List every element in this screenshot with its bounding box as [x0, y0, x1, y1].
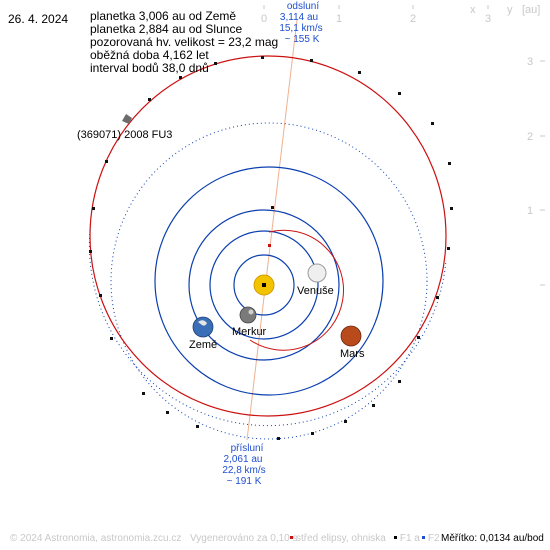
x-tick-3: 3 — [485, 13, 491, 25]
apsis-line — [246, 19, 298, 441]
x-tick-1: 1 — [336, 13, 342, 25]
info-panel: planetka 3,006 au od Země planetka 2,884… — [90, 10, 278, 75]
asteroid-orbit-dotted — [88, 229, 447, 427]
point-interval-text: interval bodů 38,0 dnů — [90, 61, 209, 75]
axis-unit: [au] — [522, 4, 540, 16]
legend-f1-label: F1 a — [399, 533, 420, 544]
asteroid-icon — [122, 114, 132, 124]
y-tick-2: 2 — [527, 131, 533, 143]
sun-distance-text: planetka 2,884 au od Slunce — [90, 22, 243, 36]
x-tick-0: 0 — [261, 13, 267, 25]
ellipse-center — [268, 244, 271, 247]
observation-date: 26. 4. 2024 — [8, 12, 69, 26]
perihelion-distance: 2,061 au — [224, 454, 263, 465]
y-axis-label: y — [507, 4, 513, 16]
venus-orbit — [209, 230, 319, 340]
legend: střed elipsy, ohniska F1 a F2 — [288, 533, 440, 544]
legend-f2-label: F2 — [427, 533, 440, 544]
aphelion-distance: 3,114 au — [280, 12, 318, 23]
asteroid-orbit — [89, 55, 447, 417]
x-axis-label: x — [470, 4, 476, 16]
aphelion-temp: ~ 155 K — [285, 34, 320, 45]
x-tick-2: 2 — [410, 13, 416, 25]
mars-icon — [340, 325, 362, 347]
aphelion-title: odsluní — [287, 1, 319, 12]
perihelion-speed: 22,8 km/s — [222, 465, 265, 476]
legend-center-label: střed elipsy, ohniska — [296, 533, 386, 544]
scale-text: Měřítko: 0,0134 au/bod — [441, 533, 544, 544]
earth-icon — [192, 316, 214, 338]
magnitude-text: pozorovaná hv. velikost = 23,2 mag — [90, 35, 279, 49]
y-tick-3: 3 — [527, 56, 533, 68]
aphelion-speed: 15,1 km/s — [279, 23, 322, 34]
perihelion-title: přísluní — [231, 443, 264, 454]
venus-icon — [307, 263, 327, 283]
perihelion-temp: ~ 191 K — [227, 476, 262, 487]
copyright-link[interactable]: © 2024 Astronomia, astronomia.zcu.cz — [10, 533, 182, 544]
mars-orbit-dots — [110, 122, 428, 440]
mars-label: Mars — [340, 348, 365, 360]
y-tick-1: 1 — [527, 205, 533, 217]
orbital-period-text: oběžná doba 4,162 let — [90, 48, 209, 62]
mercury-orbit — [233, 254, 295, 316]
generated-time: Vygenerováno za 0,10 s — [190, 533, 298, 544]
earth-label: Země — [189, 339, 217, 351]
inner-red-arc — [249, 229, 344, 351]
axis-ticks — [263, 5, 545, 286]
venus-label: Venuše — [297, 285, 334, 297]
earth-distance-text: planetka 3,006 au od Země — [90, 9, 237, 23]
asteroid-label: (369071) 2008 FU3 — [77, 129, 172, 141]
mercury-label: Merkur — [232, 326, 267, 338]
mars-orbit — [154, 166, 384, 396]
earth-orbit — [188, 209, 340, 361]
mercury-icon — [239, 306, 257, 324]
asteroid-orbit-markers — [89, 56, 453, 440]
